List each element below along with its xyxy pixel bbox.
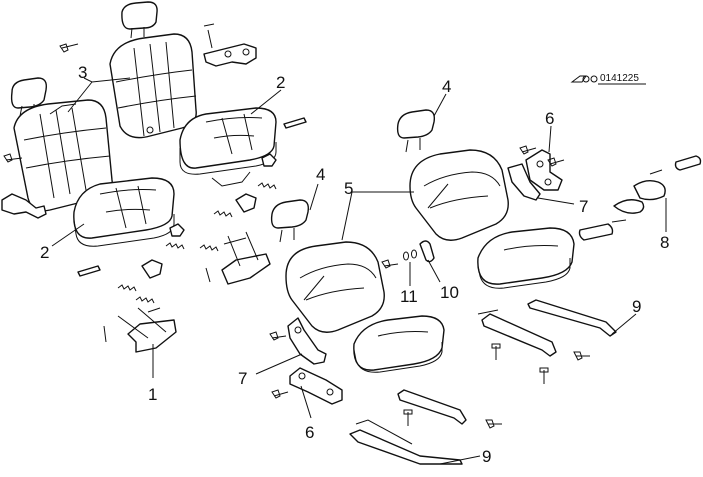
hinge-plate-left — [289, 367, 343, 405]
bolt-icon — [271, 389, 289, 399]
leader-lines — [51, 77, 667, 465]
recliner-lever-right — [507, 163, 541, 201]
bolt-icon — [269, 331, 287, 341]
washer-part-11 — [403, 249, 417, 261]
bolt-icon — [491, 343, 501, 360]
rear-latch-left — [1, 193, 47, 219]
bolt-icon — [519, 145, 537, 155]
callout-10: 10 — [440, 283, 459, 302]
callout-4-right: 4 — [442, 77, 451, 96]
rear-springs — [117, 182, 277, 304]
recline-knob — [578, 155, 702, 241]
rear-headrest-right — [121, 1, 158, 39]
callout-9-left: 9 — [482, 447, 491, 466]
rear-cushion-left — [73, 177, 175, 247]
front-backrest-right — [409, 149, 509, 241]
callout-5: 5 — [344, 179, 353, 198]
bolt-icon — [381, 259, 399, 269]
washer-part-10 — [419, 240, 435, 263]
callout-2-rear-left: 2 — [40, 243, 49, 262]
callout-7-right: 7 — [579, 197, 588, 216]
seat-rail-right-lower — [477, 309, 557, 357]
callout-3: 3 — [78, 63, 87, 82]
bolt-icon — [539, 367, 549, 384]
bolt-icon — [403, 409, 413, 426]
rear-top-bracket — [203, 23, 257, 67]
front-backrest-left — [285, 241, 385, 333]
front-headrest-left — [270, 199, 310, 243]
rear-mount-frame-right — [205, 231, 271, 285]
hinge-plate-right — [525, 149, 563, 191]
bolt-icon — [3, 153, 23, 163]
callout-9-right: 9 — [632, 297, 641, 316]
callout-6-right: 6 — [545, 109, 554, 128]
seat-rail-left-lower — [349, 419, 463, 465]
seat-rail-right-upper — [527, 299, 617, 337]
bolt-icon — [547, 157, 565, 167]
callout-1: 1 — [148, 385, 157, 404]
bolt-icon — [573, 351, 590, 361]
rear-backrest-right — [109, 33, 197, 139]
recliner-lever-left — [287, 317, 327, 365]
callout-2-rear-right: 2 — [276, 73, 285, 92]
rear-backrest-left — [13, 99, 113, 212]
bolt-icon — [485, 419, 502, 429]
front-headrest-right — [396, 109, 436, 153]
bolt-icon — [59, 43, 79, 53]
callout-11: 11 — [400, 287, 418, 306]
seat-rail-left-upper — [397, 389, 467, 425]
front-cushion-left — [353, 315, 445, 373]
rear-mount-frame-left — [103, 307, 177, 353]
rear-cushion-right — [179, 107, 277, 187]
rear-hinge-bracket — [141, 153, 277, 279]
rear-pivot-rod — [77, 117, 307, 277]
callout-8: 8 — [660, 233, 669, 252]
code-label: 0141225 — [570, 73, 646, 85]
callout-6-left: 6 — [305, 423, 314, 442]
callout-4-left: 4 — [316, 165, 325, 184]
code-number: 0141225 — [600, 73, 639, 84]
front-cushion-right — [477, 227, 575, 289]
callout-7-left: 7 — [238, 369, 247, 388]
